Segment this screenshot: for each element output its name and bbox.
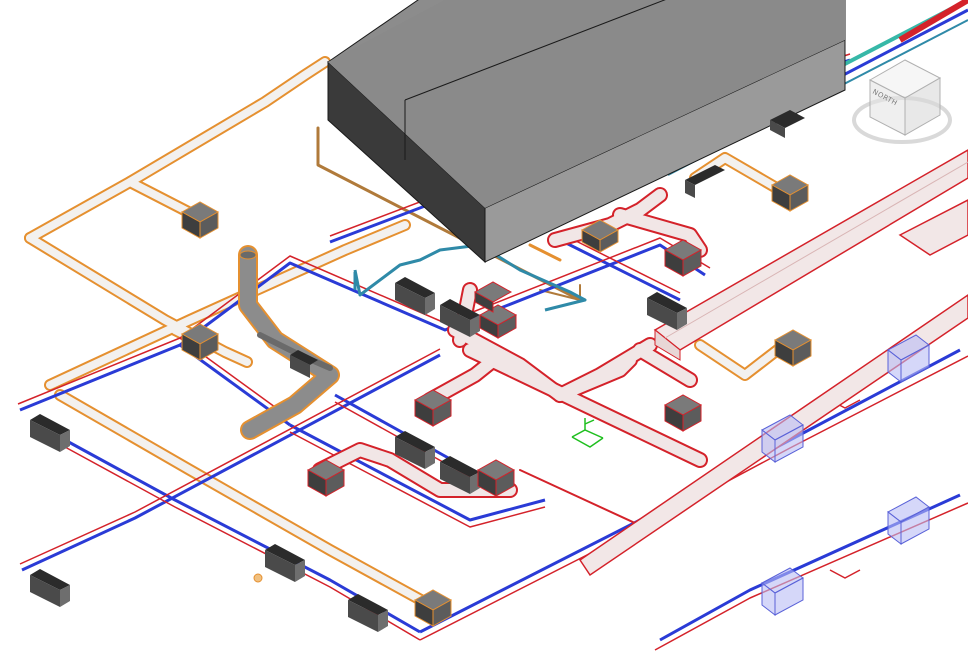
building-block xyxy=(327,0,846,264)
diffuser[interactable] xyxy=(478,304,518,339)
pipe-hanger[interactable] xyxy=(761,567,804,617)
fan-coil-units[interactable] xyxy=(30,110,805,632)
viewcube-icon[interactable]: NORTH xyxy=(852,59,952,144)
diffuser[interactable] xyxy=(476,459,516,497)
diffuser[interactable] xyxy=(663,239,703,277)
orange-diffusers[interactable] xyxy=(180,174,813,627)
diffuser[interactable] xyxy=(663,394,703,432)
pipe-hangers[interactable] xyxy=(761,334,930,617)
fan-coil-unit[interactable] xyxy=(685,165,725,198)
fan-coil-unit[interactable] xyxy=(395,431,435,469)
diffuser[interactable] xyxy=(770,174,810,212)
diffuser[interactable] xyxy=(473,281,513,313)
fan-coil-unit[interactable] xyxy=(290,350,318,378)
origin-marker-icon[interactable] xyxy=(571,418,604,448)
fan-coil-unit[interactable] xyxy=(395,277,435,315)
diffuser[interactable] xyxy=(413,589,453,627)
fan-coil-unit[interactable] xyxy=(30,414,70,452)
supply-ductwork xyxy=(312,187,708,531)
fan-coil-unit[interactable] xyxy=(770,110,805,138)
fan-coil-unit[interactable] xyxy=(348,594,388,632)
pipe-hanger[interactable] xyxy=(761,414,804,464)
pipe-hanger[interactable] xyxy=(887,496,930,546)
pipe-hanger[interactable] xyxy=(887,334,930,384)
fan-coil-unit[interactable] xyxy=(647,292,687,330)
diffuser[interactable] xyxy=(180,201,220,239)
diffuser[interactable] xyxy=(306,459,346,497)
diffuser[interactable] xyxy=(180,323,220,361)
diffuser[interactable] xyxy=(413,389,453,427)
condensate-pipe xyxy=(353,243,587,312)
fan-coil-unit[interactable] xyxy=(30,569,70,607)
diffuser[interactable] xyxy=(773,329,813,367)
red-diffusers[interactable] xyxy=(306,239,703,497)
fan-coil-unit[interactable] xyxy=(440,299,480,337)
diffuser[interactable] xyxy=(580,219,620,253)
fan-coil-unit[interactable] xyxy=(265,544,305,582)
pipe-fitting-icon xyxy=(253,573,263,583)
